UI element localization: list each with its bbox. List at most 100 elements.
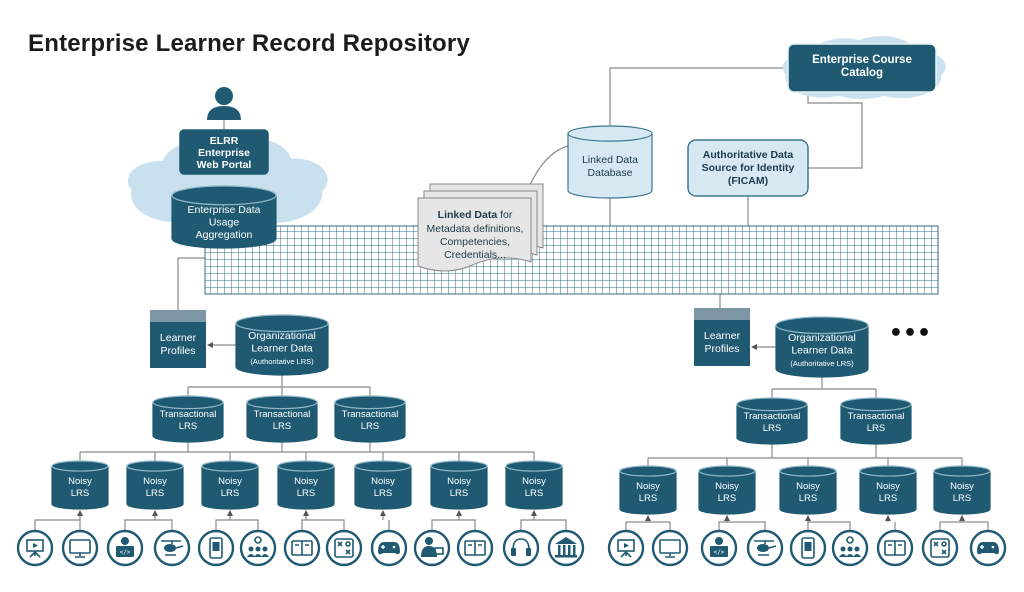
monitor-icon[interactable] bbox=[651, 529, 689, 567]
arrowhead bbox=[885, 515, 891, 521]
mobile-app-icon[interactable] bbox=[789, 529, 827, 567]
page-title: Enterprise Learner Record Repository bbox=[28, 30, 471, 57]
helicopter-icon[interactable] bbox=[746, 529, 784, 567]
group-location-icon[interactable] bbox=[831, 529, 869, 567]
presentation-icon[interactable] bbox=[16, 529, 54, 567]
connector-line bbox=[34, 519, 81, 531]
book-icon[interactable] bbox=[876, 529, 914, 567]
label-line: Learner bbox=[704, 330, 741, 342]
label-line: LRS bbox=[71, 488, 89, 499]
arrowhead bbox=[724, 515, 730, 521]
user-icon bbox=[207, 87, 241, 120]
label-line: LRS bbox=[639, 493, 657, 504]
book-icon[interactable] bbox=[456, 529, 494, 567]
label-line: Linked Data bbox=[582, 154, 638, 166]
group-location-icon[interactable] bbox=[239, 529, 277, 567]
label-line: LRS bbox=[297, 488, 315, 499]
connector-line bbox=[718, 521, 766, 531]
label-line: LRS bbox=[799, 493, 817, 504]
arrowhead bbox=[227, 510, 233, 516]
label-line: Transactional bbox=[744, 411, 801, 422]
gamepad-icon[interactable] bbox=[370, 529, 408, 567]
label-line: Source for Identity bbox=[702, 162, 795, 174]
arrowhead bbox=[152, 510, 158, 516]
connector-line bbox=[625, 521, 671, 531]
coder-icon[interactable]: </> bbox=[106, 529, 144, 567]
institution-icon[interactable] bbox=[547, 529, 585, 567]
tactics-board-icon[interactable] bbox=[325, 529, 363, 567]
connector-line bbox=[939, 521, 989, 531]
tactics-board-icon[interactable] bbox=[921, 529, 959, 567]
svg-text:</>: </> bbox=[120, 549, 131, 556]
label-line: Noisy bbox=[636, 481, 660, 492]
headset-icon[interactable] bbox=[502, 529, 540, 567]
connector-line bbox=[807, 521, 851, 531]
label-line: LRS bbox=[361, 421, 379, 432]
label-line: LRS bbox=[718, 493, 736, 504]
label-line: LRS bbox=[146, 488, 164, 499]
presentation-icon[interactable] bbox=[607, 529, 645, 567]
connector-line bbox=[609, 67, 790, 132]
label-line: LRS bbox=[450, 488, 468, 499]
label-line: Organizational bbox=[248, 330, 316, 342]
label-line: Enterprise Course bbox=[812, 54, 912, 66]
coder-icon[interactable]: </> bbox=[700, 529, 738, 567]
label-line: Noisy bbox=[68, 476, 92, 487]
label-line: LRS bbox=[179, 421, 197, 432]
mobile-app-icon[interactable] bbox=[197, 529, 235, 567]
helicopter-icon[interactable] bbox=[153, 529, 191, 567]
label-line: Aggregation bbox=[196, 229, 253, 241]
label-line: LRS bbox=[221, 488, 239, 499]
more-clusters-ellipsis: ••• bbox=[889, 321, 931, 346]
book-icon[interactable] bbox=[283, 529, 321, 567]
data-network-grid bbox=[204, 225, 939, 295]
label-line: Profiles bbox=[160, 345, 195, 357]
monitor-icon[interactable] bbox=[61, 529, 99, 567]
label-line: Noisy bbox=[876, 481, 900, 492]
label-line: LRS bbox=[273, 421, 291, 432]
label-line: Database bbox=[588, 167, 633, 179]
label-line: Noisy bbox=[950, 481, 974, 492]
label-line: Noisy bbox=[294, 476, 318, 487]
arrowhead bbox=[645, 515, 651, 521]
arrowhead bbox=[380, 510, 386, 516]
label-line: Competencies, bbox=[440, 236, 510, 248]
label-line: Noisy bbox=[143, 476, 167, 487]
label-line: Learner Data bbox=[251, 343, 312, 355]
gamepad-icon[interactable] bbox=[969, 529, 1007, 567]
label-line: (Authoritative LRS) bbox=[250, 357, 314, 366]
label-line: Transactional bbox=[254, 409, 311, 420]
label-line: Usage bbox=[209, 217, 240, 229]
connector-line bbox=[301, 519, 345, 531]
arrowhead bbox=[77, 510, 83, 516]
label-line: Learner Data bbox=[791, 345, 852, 357]
label-line: Noisy bbox=[522, 476, 546, 487]
label-line: Noisy bbox=[447, 476, 471, 487]
svg-text:</>: </> bbox=[714, 549, 725, 556]
label-line: Enterprise Data bbox=[188, 204, 261, 216]
label-line: LRS bbox=[879, 493, 897, 504]
instructor-icon[interactable] bbox=[413, 529, 451, 567]
connector-line bbox=[215, 519, 259, 531]
label-line: LRS bbox=[525, 488, 543, 499]
arrowhead bbox=[303, 510, 309, 516]
